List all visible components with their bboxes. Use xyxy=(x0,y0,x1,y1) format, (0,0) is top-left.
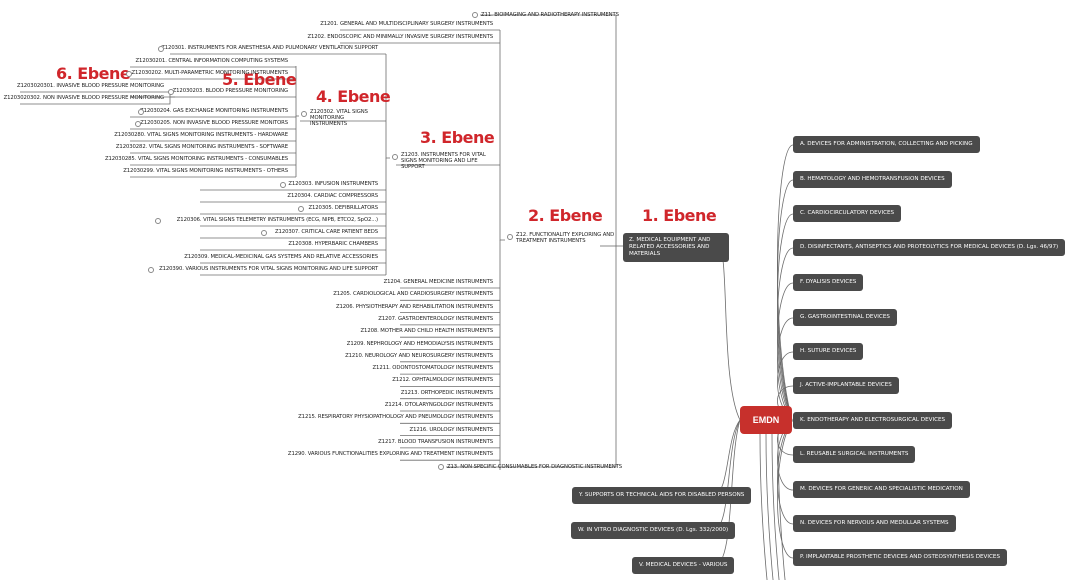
tree-node[interactable]: Z1207. GASTROENTEROLOGY INSTRUMENTS xyxy=(378,315,493,322)
level-label-5: 5. Ebene xyxy=(222,70,297,89)
expand-icon[interactable] xyxy=(148,267,155,273)
tree-node[interactable]: Z120303. INFUSION INSTRUMENTS xyxy=(288,181,378,187)
tree-node[interactable]: Z1212. OPHTALMOLOGY INSTRUMENTS xyxy=(392,377,493,384)
tree-node[interactable]: Z1216. UROLOGY INSTRUMENTS xyxy=(409,426,494,433)
level-label-4: 4. Ebene xyxy=(316,87,391,106)
expand-icon[interactable] xyxy=(472,12,478,18)
expand-icon[interactable] xyxy=(392,154,398,160)
tree-node[interactable]: Z12030201. CENTRAL INFORMATION COMPUTING… xyxy=(135,58,289,64)
category-y[interactable]: Y. SUPPORTS OR TECHNICAL AIDS FOR DISABL… xyxy=(572,487,752,504)
tree-node[interactable]: Z1201. GENERAL AND MULTIDISCIPLINARY SUR… xyxy=(320,21,493,27)
tree-node[interactable]: Z12030285. VITAL SIGNS MONITORING INSTRU… xyxy=(104,156,288,162)
tree-node[interactable]: Z1203020301. INVASIVE BLOOD PRESSURE MON… xyxy=(16,83,164,89)
tree-node[interactable]: Z12030282. VITAL SIGNS MONITORING INSTRU… xyxy=(115,144,288,150)
tree-node[interactable]: Z1213. ORTHOPEDIC INSTRUMENTS xyxy=(400,389,493,396)
expand-icon[interactable] xyxy=(134,121,141,127)
expand-icon[interactable] xyxy=(125,71,132,77)
expand-icon[interactable] xyxy=(157,46,164,52)
tree-node[interactable]: Z120390. VARIOUS INSTRUMENTS FOR VITAL S… xyxy=(159,266,378,272)
node-z12[interactable]: Z12. FUNCTIONALITY EXPLORING AND TREATME… xyxy=(516,232,615,244)
level-label-6: 6. Ebene xyxy=(56,64,131,83)
expand-icon[interactable] xyxy=(279,182,286,188)
tree-node[interactable]: Z1215. RESPIRATORY PHYSIOPATHOLOGY AND P… xyxy=(298,414,493,421)
node-z11[interactable]: Z11. BIOIMAGING AND RADIOTHERAPY INSTRUM… xyxy=(481,12,619,18)
node-z1203[interactable]: Z1203. INSTRUMENTS FOR VITAL SIGNS MONIT… xyxy=(401,152,486,170)
tree-node[interactable]: Z1214. OTOLARYNGOLOGY INSTRUMENTS xyxy=(384,402,493,408)
tree-node[interactable]: Z1211. ODONTOSTOMATOLOGY INSTRUMENTS xyxy=(372,365,494,372)
tree-node[interactable]: Z1209. NEPHROLOGY AND HEMODIALYSIS INSTR… xyxy=(346,340,493,347)
category-n[interactable]: N. DEVICES FOR NERVOUS AND MEDULLAR SYST… xyxy=(793,515,956,532)
tree-node[interactable]: Z1205. CARDIOLOGICAL AND CARDIOSURGERY I… xyxy=(333,291,493,298)
expand-icon[interactable] xyxy=(168,89,175,95)
category-f[interactable]: F. DYALISIS DEVICES xyxy=(793,274,864,291)
tree-node[interactable]: Z120307. CRITICAL CARE PATIENT BEDS xyxy=(275,229,378,235)
expand-icon[interactable] xyxy=(297,206,304,212)
tree-node[interactable]: Z12030205. NON INVASIVE BLOOD PRESSURE M… xyxy=(140,120,288,126)
category-v[interactable]: V. MEDICAL DEVICES - VARIOUS xyxy=(632,557,735,574)
tree-node[interactable]: Z12030280. VITAL SIGNS MONITORING INSTRU… xyxy=(114,132,288,138)
tree-node[interactable]: Z1217. BLOOD TRANSFUSION INSTRUMENTS xyxy=(378,438,493,445)
category-j[interactable]: J. ACTIVE-IMPLANTABLE DEVICES xyxy=(793,377,899,394)
expand-icon[interactable] xyxy=(137,109,144,115)
level-label-3: 3. Ebene xyxy=(420,128,495,147)
tree-node[interactable]: Z1206. PHYSIOTHERAPY AND REHABILITATION … xyxy=(335,303,493,310)
expand-icon[interactable] xyxy=(301,111,307,117)
node-z13[interactable]: Z13. NON SPECIFIC CONSUMABLES FOR DIAGNO… xyxy=(447,464,622,470)
tree-node[interactable]: Z1202. ENDOSCOPIC AND MINIMALLY INVASIVE… xyxy=(307,34,493,40)
tree-node[interactable]: Z1290. VARIOUS FUNCTIONALITIES EXPLORING… xyxy=(287,451,493,458)
expand-icon[interactable] xyxy=(154,218,161,224)
tree-node[interactable]: Z1203020302. NON INVASIVE BLOOD PRESSURE… xyxy=(3,95,165,101)
category-k[interactable]: K. ENDOTHERAPY AND ELECTROSURGICAL DEVIC… xyxy=(793,412,953,429)
category-d[interactable]: D. DISINFECTANTS, ANTISEPTICS AND PROTEO… xyxy=(793,239,1065,256)
tree-node[interactable]: Z120301. INSTRUMENTS FOR ANESTHESIA AND … xyxy=(161,45,378,51)
category-h[interactable]: H. SUTURE DEVICES xyxy=(793,343,864,360)
tree-node[interactable]: Z1204. GENERAL MEDICINE INSTRUMENTS xyxy=(383,279,494,285)
category-c[interactable]: C. CARDIOCIRCULATORY DEVICES xyxy=(793,205,902,222)
tree-node[interactable]: Z12030299. VITAL SIGNS MONITORING INSTRU… xyxy=(123,168,288,174)
expand-icon[interactable] xyxy=(261,230,268,236)
tree-node[interactable]: Z12030202. MULTI-PARAMETRIC MONITORING I… xyxy=(131,70,289,76)
expand-icon[interactable] xyxy=(507,234,513,240)
tree-node[interactable]: Z1208. MOTHER AND CHILD HEALTH INSTRUMEN… xyxy=(360,328,494,335)
root-node-emdn[interactable]: EMDN xyxy=(740,406,792,434)
tree-node[interactable]: Z120305. DEFIBRILLATORS xyxy=(308,205,378,211)
category-z[interactable]: Z. MEDICAL EQUIPMENT AND RELATED ACCESSO… xyxy=(623,233,729,262)
level-label-2: 2. Ebene xyxy=(528,206,603,225)
tree-node[interactable]: Z12030203. BLOOD PRESSURE MONITORING xyxy=(172,88,288,94)
tree-node[interactable]: Z120304. CARDIAC COMPRESSORS xyxy=(287,193,378,199)
tree-node[interactable]: Z120306. VITAL SIGNS TELEMETRY INSTRUMEN… xyxy=(176,217,378,223)
category-b[interactable]: B. HEMATOLOGY AND HEMOTRANSFUSION DEVICE… xyxy=(793,171,952,188)
expand-icon[interactable] xyxy=(438,464,444,470)
category-a[interactable]: A. DEVICES FOR ADMINISTRATION, COLLECTIN… xyxy=(793,136,980,153)
tree-node[interactable]: Z12030204. GAS EXCHANGE MONITORING INSTR… xyxy=(140,108,288,114)
tree-node[interactable]: Z120309. MEDICAL-MEDICINAL GAS SYSTEMS A… xyxy=(184,254,378,260)
category-l[interactable]: L. REUSABLE SURGICAL INSTRUMENTS xyxy=(793,446,916,463)
level-label-1: 1. Ebene xyxy=(642,206,717,225)
tree-node[interactable]: Z1210. NEUROLOGY AND NEUROSURGERY INSTRU… xyxy=(345,352,493,359)
category-w[interactable]: W. IN VITRO DIAGNOSTIC DEVICES (D. Lgs. … xyxy=(571,522,736,539)
node-z120302[interactable]: Z120302. VITAL SIGNS MONITORING INSTRUME… xyxy=(310,109,368,127)
category-m[interactable]: M. DEVICES FOR GENERIC AND SPECIALISTIC … xyxy=(793,481,970,498)
category-p[interactable]: P. IMPLANTABLE PROSTHETIC DEVICES AND OS… xyxy=(793,549,1007,566)
tree-node[interactable]: Z120308. HYPERBARIC CHAMBERS xyxy=(288,241,378,247)
category-g[interactable]: G. GASTROINTESTINAL DEVICES xyxy=(793,309,897,326)
